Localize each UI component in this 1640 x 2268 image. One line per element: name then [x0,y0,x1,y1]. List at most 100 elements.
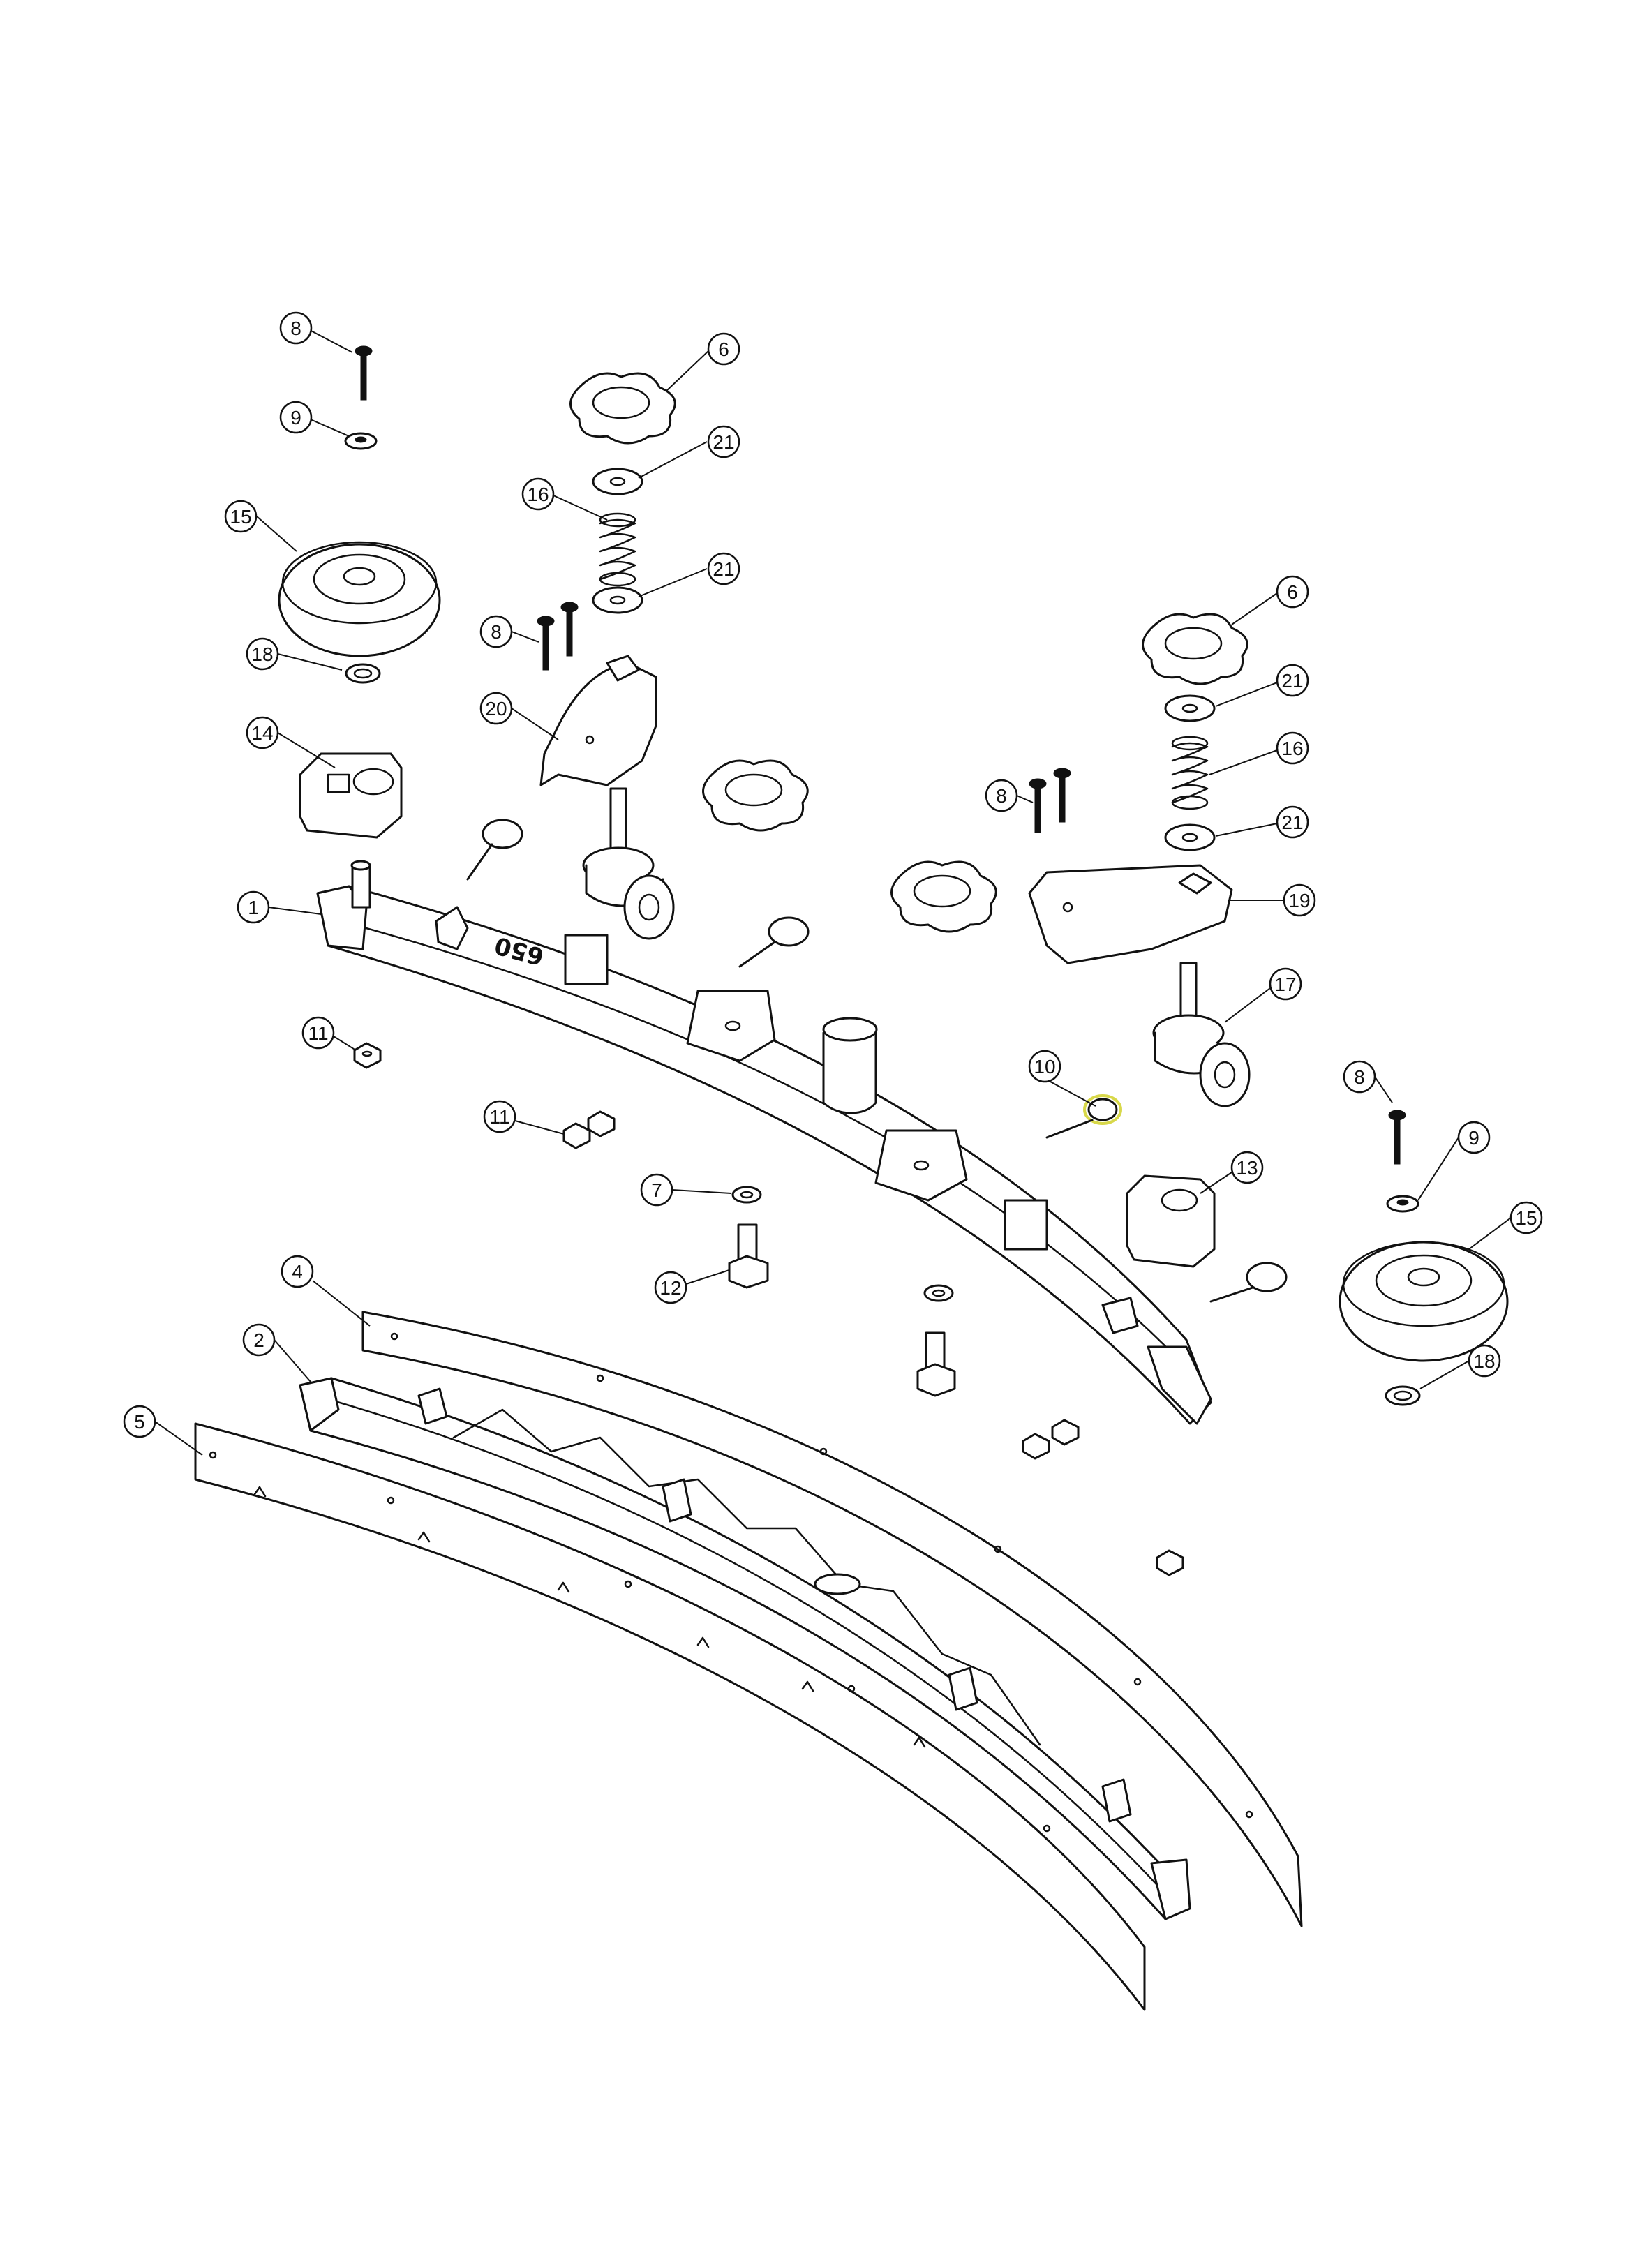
washer-part-21-c [1164,694,1216,722]
svg-text:15: 15 [1515,1207,1537,1229]
svg-text:20: 20 [485,698,507,719]
ring-pin-highlight [1083,1094,1122,1125]
balloon-3: 15 [224,500,258,533]
wheel-left-part-15 [278,541,441,657]
star-knob-part-6-b [1142,613,1248,685]
spring-part-16-left [599,512,636,587]
ring-pin-b [738,916,810,968]
svg-text:8: 8 [996,785,1007,807]
end-cap-part-13 [1126,1174,1216,1268]
balloon-8: 16 [521,477,555,511]
screw-part-8-right [1388,1110,1406,1165]
svg-text:8: 8 [1354,1066,1365,1088]
svg-text:11: 11 [489,1106,509,1128]
svg-text:9: 9 [1468,1127,1479,1149]
svg-text:2: 2 [253,1329,264,1351]
balloon-24: 21 [1276,805,1309,839]
balloon-19: 5 [123,1405,156,1438]
balloon-11: 20 [479,692,513,725]
screw-part-8-a [537,616,555,671]
balloon-10: 8 [479,615,513,648]
svg-text:18: 18 [1473,1350,1495,1372]
star-knob-part-6-a [569,372,676,445]
balloon-5: 14 [246,716,279,749]
svg-text:21: 21 [713,431,734,453]
balloon-28: 8 [1343,1060,1376,1094]
nut-part-11-b [562,1122,591,1149]
svg-text:15: 15 [230,506,251,528]
nut-part-11-f [1156,1549,1184,1576]
svg-text:11: 11 [308,1022,328,1044]
balloon-18: 2 [242,1323,276,1357]
balloon-31: 15 [1509,1201,1543,1234]
balloon-2: 9 [279,401,313,434]
lock-washer-part-7 [731,1186,762,1204]
caster-bracket-part-19 [1028,864,1233,964]
ring-pin-part-10 [1045,1094,1122,1139]
nut-part-11-d [1022,1433,1050,1460]
star-knob-loose-left [702,759,809,832]
balloon-17: 4 [281,1255,314,1288]
spring-part-16-right [1171,736,1209,810]
balloon-29: 9 [1457,1121,1491,1154]
leader-lines [154,327,1512,1456]
balloon-25: 19 [1283,883,1316,917]
screw-part-8-b [560,602,579,657]
nut-part-11-c [587,1110,616,1137]
washer-part-21-b [592,586,643,614]
svg-text:16: 16 [1281,738,1303,759]
svg-text:8: 8 [290,318,301,339]
nut-part-11-a [353,1042,382,1069]
caster-left [582,787,675,940]
svg-text:16: 16 [527,484,549,505]
bolt-part-12 [728,1223,769,1289]
balloon-9: 21 [707,552,740,585]
balloon-15: 7 [640,1173,673,1207]
front-blade-part-5 [194,1422,1146,2011]
washer-part-9-right [1386,1195,1419,1213]
svg-text:21: 21 [713,558,734,580]
balloon-32: 18 [1468,1344,1501,1378]
end-cap-part-14 [299,752,403,839]
svg-text:10: 10 [1034,1056,1055,1077]
balloon-13: 11 [301,1016,335,1050]
svg-text:8: 8 [491,621,502,643]
balloon-16: 12 [654,1271,687,1304]
washer-part-21-a [592,468,643,495]
balloon-6: 6 [707,332,740,366]
blade-holder-part-2 [299,1377,1191,1920]
washer-part-9-left [344,432,378,450]
nut-part-11-e [1051,1419,1080,1446]
svg-text:13: 13 [1236,1157,1258,1179]
balloon-4: 18 [246,637,279,671]
ring-pin-a [466,819,523,881]
balloon-20: 6 [1276,575,1309,609]
bolt-part-12b [916,1331,956,1397]
svg-text:4: 4 [292,1261,303,1283]
svg-text:6: 6 [718,338,729,360]
star-knob-loose-right [890,860,997,933]
svg-text:21: 21 [1281,670,1303,692]
caster-bracket-part-20 [539,655,657,786]
svg-text:21: 21 [1281,812,1303,833]
screw-part-8-c [1029,778,1047,833]
washer-part-21-d [1164,823,1216,851]
balloon-12: 1 [237,890,270,924]
svg-text:1: 1 [248,897,259,918]
balloon-30: 13 [1230,1151,1264,1184]
rear-blade-part-4 [361,1311,1303,1927]
squeegee-body-part-1: 650 [316,860,1212,1425]
screw-part-8-top-left [355,345,373,401]
balloon-7: 21 [707,425,740,458]
balloon-23: 8 [985,779,1018,812]
washer-part-18-right [1385,1385,1421,1406]
svg-text:14: 14 [251,722,273,744]
balloon-21: 21 [1276,664,1309,697]
ring-pin-c [1209,1262,1288,1303]
caster-right-part-17 [1152,962,1251,1107]
svg-text:19: 19 [1288,890,1310,911]
balloon-22: 16 [1276,731,1309,765]
balloon-14: 11 [483,1100,516,1133]
balloon-26: 17 [1269,967,1302,1001]
